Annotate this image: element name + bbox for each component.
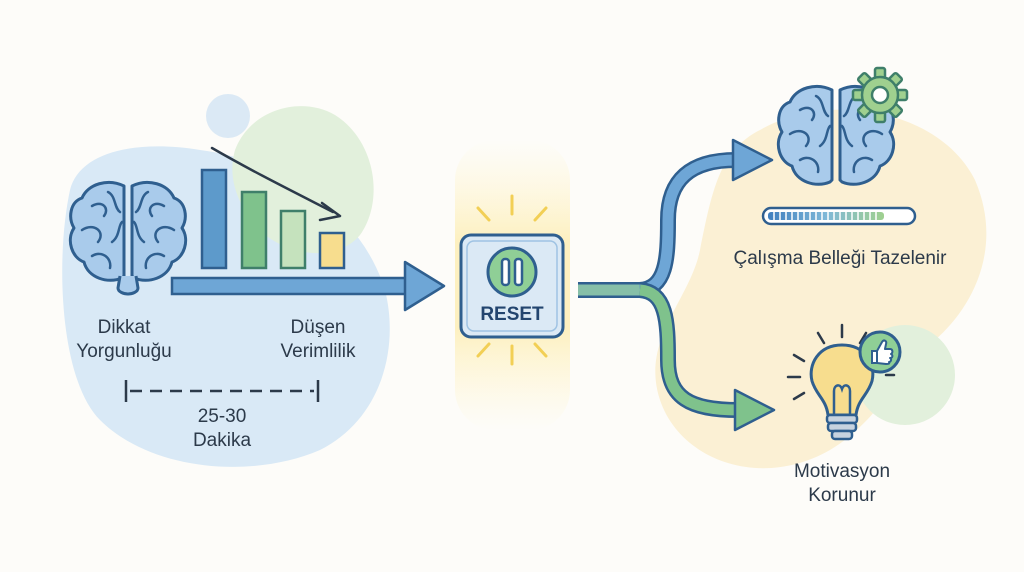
pause-icon xyxy=(486,246,538,298)
declining-bars xyxy=(200,146,346,270)
main-arrow xyxy=(170,260,446,312)
attention-label-line1: Dikkat xyxy=(97,317,151,338)
bar-2 xyxy=(240,190,268,270)
duration-label-line2: Dakika xyxy=(192,430,252,451)
gear-icon xyxy=(851,66,909,124)
motivation-label: Motivasyon Korunur xyxy=(794,460,890,508)
reset-button[interactable] xyxy=(459,233,565,339)
brain-icon xyxy=(68,181,188,296)
branch-arrows xyxy=(578,138,776,432)
duration-label-line1: 25-30 xyxy=(197,406,247,427)
reset-sparks xyxy=(476,194,548,366)
bar-3 xyxy=(279,209,307,270)
right-cream-blob xyxy=(655,109,987,469)
small-blue-circle xyxy=(206,94,250,138)
progress-bar xyxy=(761,206,917,226)
attention-fatigue-label: Dikkat Yorgunluğu xyxy=(76,316,171,364)
decline-arrow xyxy=(210,146,335,214)
reset-button-label: RESET xyxy=(480,304,544,325)
attention-label-line2: Yorgunluğu xyxy=(76,341,172,362)
bar-1 xyxy=(200,168,228,270)
efficiency-label-line1: Düşen xyxy=(290,317,346,338)
duration-bracket xyxy=(124,380,320,402)
motivation-label-line1: Motivasyon xyxy=(793,461,891,482)
working-memory-label: Çalışma Belleği Tazelenir xyxy=(733,248,947,269)
motivation-label-line2: Korunur xyxy=(808,485,876,506)
declining-efficiency-label: Düşen Verimlilik xyxy=(281,316,356,364)
efficiency-label-line2: Verimlilik xyxy=(280,341,356,362)
lightbulb-icon xyxy=(786,323,896,441)
duration-label: 25-30 Dakika xyxy=(193,405,251,453)
bar-4 xyxy=(318,231,346,270)
thumbs-up-icon xyxy=(858,330,902,374)
